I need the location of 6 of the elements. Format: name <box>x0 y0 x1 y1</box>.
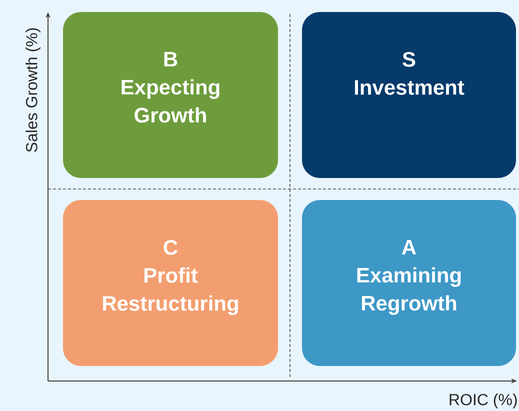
quadrant-box: A Examining Regrowth <box>302 200 516 366</box>
quadrant-box: C Profit Restructuring <box>63 200 278 366</box>
axis-label: Sales Growth (%) <box>26 28 40 152</box>
axis-label: ROIC (%) <box>450 394 517 408</box>
quadrant-box: S Investment <box>302 12 516 178</box>
quadrant-box: B Expecting Growth <box>63 12 278 178</box>
